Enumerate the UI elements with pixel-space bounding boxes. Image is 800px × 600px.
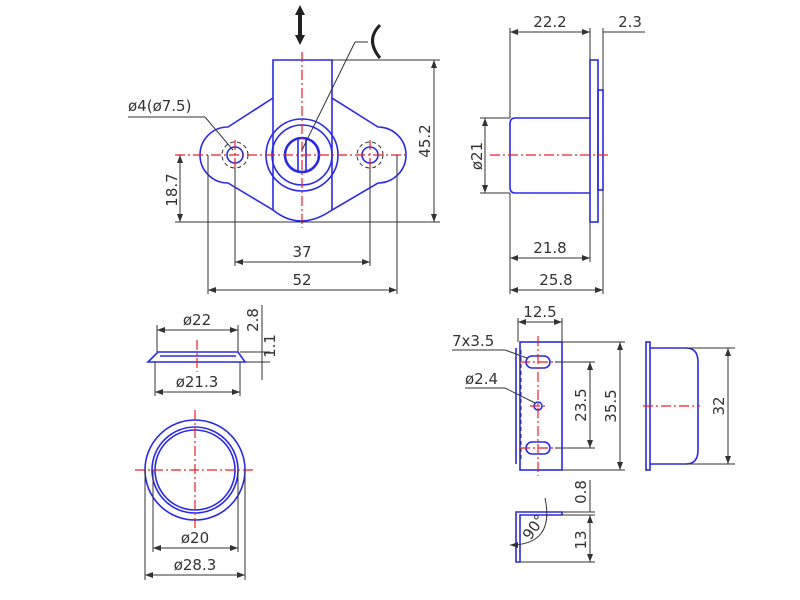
dim-ring-inner: ø21.3 [176,373,219,391]
lock-body-outline [199,59,407,222]
dim-ring-top-outer: ø28.3 [174,556,217,574]
dim-ring-outer: ø22 [183,311,211,329]
dim-plate-width: 12.5 [523,303,556,321]
ring-top-view: ø20 ø28.3 [135,410,255,580]
dim-plate-height: 35.5 [602,389,620,422]
dim-bracket-leg: 13 [572,530,590,549]
dim-total-width: 52 [292,271,311,289]
dim-ring-lip: 1.1 [261,334,279,358]
dim-plate-thickness: 2.3 [618,13,642,31]
dim-ring-height: 2.8 [244,308,262,332]
dim-hole-spacing: 37 [292,243,311,261]
dim-angle: 90° [519,511,549,543]
ring-side-view: ø22 2.8 1.1 ø21.3 [146,305,279,396]
slot-label: 7x3.5 [452,332,494,350]
dim-cylinder-length: 22.2 [533,13,566,31]
rotate-arrow-icon [371,23,382,59]
strike-plate-view: 12.5 7x3.5 ø2.4 23.5 35.5 32 [452,303,735,476]
dim-diameter: ø21 [468,142,486,170]
side-view: 22.2 2.3 ø21 21.8 25.8 [468,13,645,294]
dim-bracket-thickness: 0.8 [572,480,590,504]
bracket-view: 90° 0.8 13 [509,480,595,563]
dim-slot-spacing: 23.5 [572,388,590,421]
hole-label-strike: ø2.4 [465,370,498,388]
dim-side-height: 32 [710,396,728,415]
hole-label: ø4(ø7.5) [128,97,191,115]
dim-length-1: 21.8 [533,239,566,257]
dim-center-height: 18.7 [163,173,181,206]
dim-length-2: 25.8 [539,271,572,289]
dim-ring-top-inner: ø20 [181,529,209,547]
front-view: ø4(ø7.5) 45.2 18.7 37 52 [128,5,440,294]
push-arrow-icon [295,5,305,45]
dim-height: 45.2 [416,124,434,157]
